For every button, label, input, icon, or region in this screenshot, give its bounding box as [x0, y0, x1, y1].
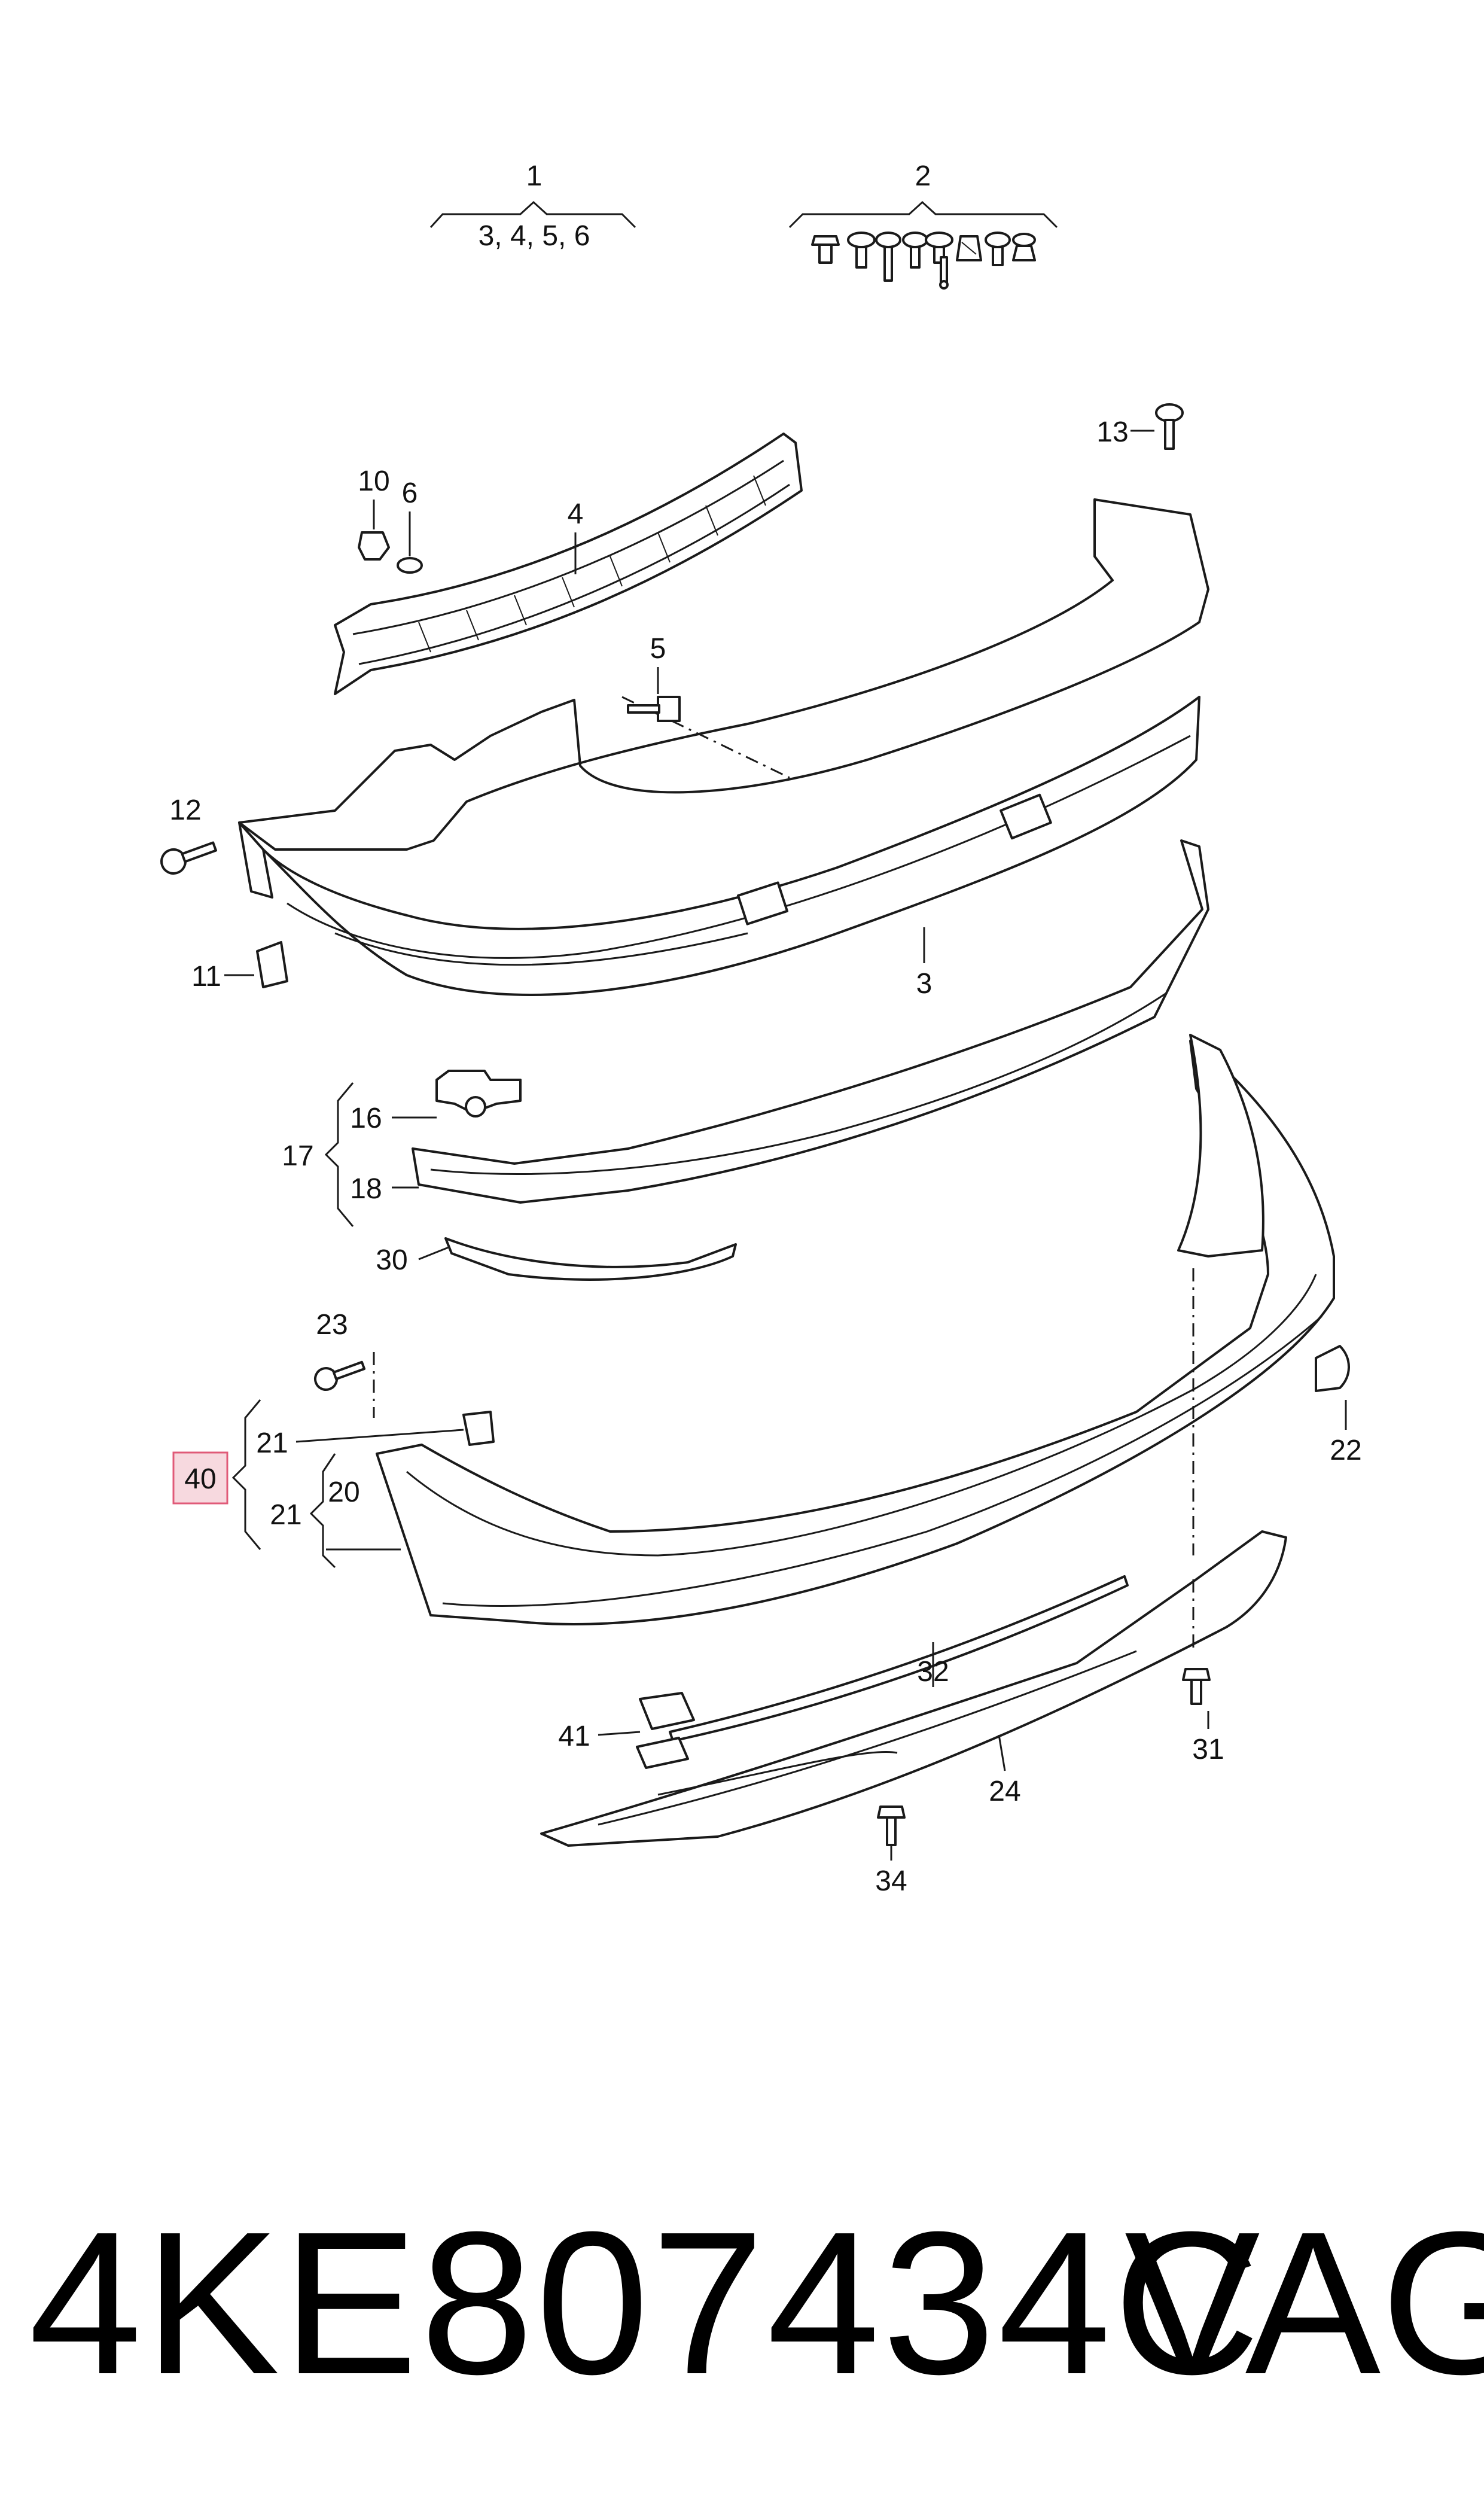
- bracket-group-18: [324, 1082, 354, 1227]
- part-31-screw: [1182, 1668, 1211, 1705]
- callout-16: 18: [350, 1173, 382, 1205]
- callout-group-2: 2: [788, 160, 1058, 290]
- part-number: 4KE807434C: [29, 2190, 1263, 2417]
- part-10-nut: [358, 531, 390, 561]
- callout-5: 5: [650, 633, 666, 665]
- callout-13: 13: [1096, 416, 1128, 448]
- part-40-trim-strip: [444, 1237, 737, 1281]
- part-11-clip: [256, 941, 288, 988]
- callout-1-includes: 3, 4, 5, 6: [479, 220, 590, 252]
- part-4-upper-bracket: [334, 433, 803, 695]
- part-24-screw: [314, 1360, 366, 1391]
- callout-group-1: 1 3, 4, 5, 6: [429, 160, 636, 252]
- callout-20: 21: [270, 1499, 301, 1531]
- callout-21-left: 20: [328, 1476, 359, 1508]
- part-22-bracket: [462, 1411, 495, 1446]
- callout-23: 40: [184, 1463, 216, 1495]
- part-12-screw: [160, 841, 217, 875]
- callout-21-right: 22: [1330, 1435, 1361, 1466]
- fastener-set-icon: [811, 232, 1036, 290]
- bracket-group-23: [231, 1399, 261, 1550]
- brand-label: VAG: [1125, 2190, 1484, 2417]
- bracket-group-20: [309, 1453, 336, 1569]
- part-41-clip: [636, 1692, 695, 1769]
- part-16-reinforcement: [412, 839, 1209, 1204]
- part-3-bumper-bracket: [238, 498, 1209, 996]
- callout-30: 24: [989, 1776, 1020, 1807]
- callout-32: 34: [875, 1865, 907, 1897]
- leader-lines: [224, 430, 1347, 1861]
- part-32-screw: [877, 1805, 906, 1846]
- callout-10: 10: [358, 465, 389, 497]
- part-21-cap: [1315, 1345, 1350, 1392]
- callout-1: 1: [526, 160, 543, 192]
- callout-40: 30: [376, 1244, 407, 1276]
- exploded-parts-diagram: 1 3, 4, 5, 6 2: [160, 160, 1362, 1897]
- callout-4: 4: [568, 498, 584, 530]
- callout-34: 32: [917, 1656, 949, 1688]
- part-5-clip: [627, 696, 681, 722]
- part-13-screw: [1155, 403, 1184, 450]
- callout-18: 17: [282, 1140, 313, 1172]
- part-6-washer: [397, 557, 423, 574]
- callout-24: 23: [316, 1309, 348, 1341]
- callout-3: 3: [916, 968, 933, 1000]
- part-30-lower-diffuser: [540, 1530, 1287, 1847]
- callout-41: 41: [558, 1721, 590, 1752]
- callout-12: 12: [169, 794, 201, 826]
- part-4-ribs: [418, 475, 766, 653]
- callout-22: 21: [256, 1427, 288, 1459]
- callout-11: 11: [191, 961, 221, 992]
- part-17-sensor-holder: [435, 1070, 522, 1118]
- callout-17: 16: [350, 1103, 382, 1134]
- callout-6: 6: [402, 477, 418, 509]
- footer: 4KE807434C VAG: [0, 2178, 1484, 2465]
- callout-31: 31: [1192, 1734, 1224, 1765]
- part-34-chrome-strip: [669, 1575, 1129, 1742]
- callout-23-highlight: 40: [172, 1451, 228, 1505]
- part-21-bumper-cover: [376, 1034, 1335, 1625]
- callout-2: 2: [915, 160, 931, 192]
